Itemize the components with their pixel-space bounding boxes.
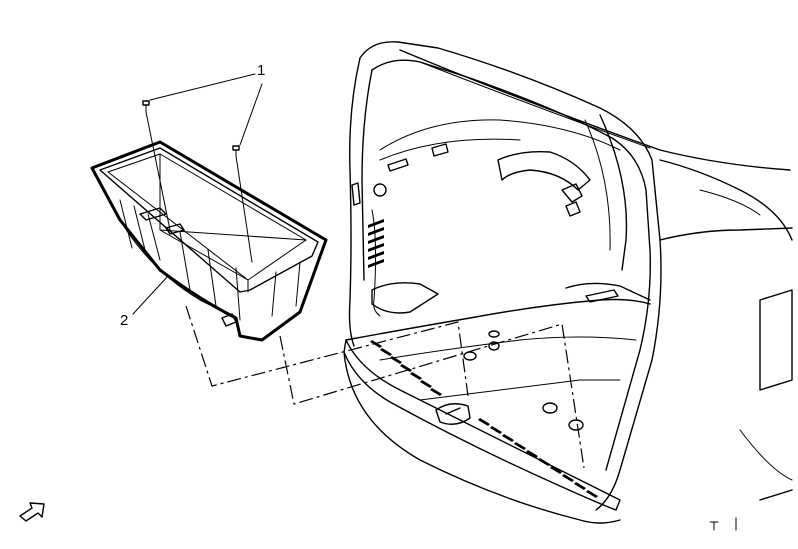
callout-1-label: 1: [257, 62, 266, 79]
storage-bin: [90, 140, 328, 342]
callout-2-leader: [132, 275, 169, 315]
callout-1-leaders: [149, 73, 263, 146]
cargo-area: [343, 41, 793, 531]
fastener-right: [232, 145, 240, 157]
callout-2-label: 2: [120, 312, 129, 329]
alignment-lines: [185, 305, 585, 469]
fastener-left: [142, 100, 150, 113]
sill-plate-ribs: [370, 340, 598, 498]
view-direction-arrow-icon: [19, 502, 45, 522]
